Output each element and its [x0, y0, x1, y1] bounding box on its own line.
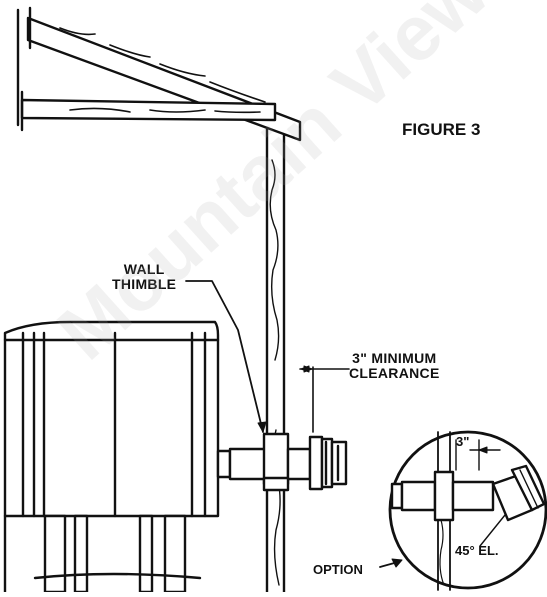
wall-thimble-label-line2: THIMBLE [112, 276, 177, 292]
figure-title: FIGURE 3 [402, 120, 481, 139]
wall-thimble-leader [185, 280, 267, 433]
option-label: OPTION [313, 562, 363, 577]
wall-framing [265, 126, 286, 594]
clearance-label-line2: CLEARANCE [349, 365, 440, 381]
option-leader [379, 558, 403, 568]
elbow-label: 45° EL. [455, 543, 499, 558]
clearance-label: 3" MINIMUM CLEARANCE [349, 351, 440, 381]
clearance-label-line1: 3" MINIMUM [352, 350, 437, 366]
clearance-dimension [299, 365, 350, 433]
option-detail [388, 430, 547, 591]
wall-thimble-label: WALL THIMBLE [112, 262, 176, 292]
roof-framing [16, 6, 302, 142]
vent-pipe [216, 432, 348, 492]
heater-cabinet [3, 320, 220, 594]
wall-thimble-label-line1: WALL [123, 261, 165, 277]
option-dimension-label: 3" [456, 434, 470, 449]
